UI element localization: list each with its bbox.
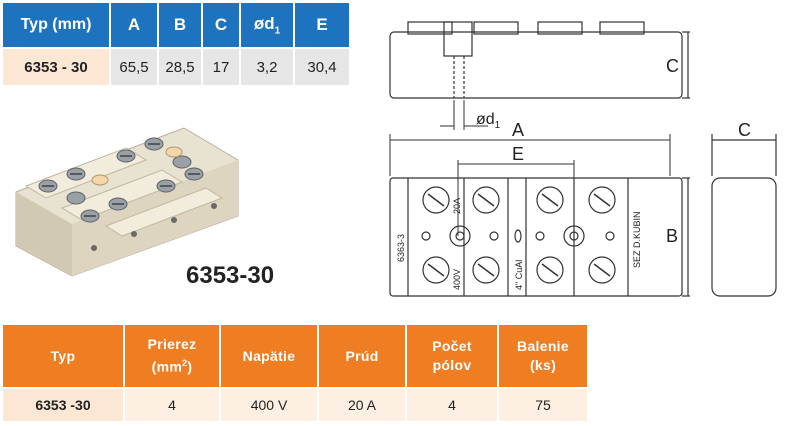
spec-cell-prud: 20 A <box>319 389 405 421</box>
label-maker: SEZ D.KUBIN <box>632 211 642 268</box>
spec-header-prud: Prúd <box>319 325 405 387</box>
label-d1-sub: 1 <box>495 120 501 131</box>
label-d1-drawing: ød1 <box>476 111 501 131</box>
spec-cell-balenie: 75 <box>499 389 587 421</box>
front-elevation-view <box>389 21 690 99</box>
label-c-top: C <box>666 56 679 76</box>
header-d1: ød1 <box>241 3 293 47</box>
spec-cell-typ: 6353 -30 <box>3 389 123 421</box>
label-a: A <box>512 120 524 140</box>
label-c-side: C <box>738 120 751 140</box>
spec-cell-napatie: 400 V <box>221 389 317 421</box>
spec-header-prierez-prefix: (mm <box>151 358 183 375</box>
header-e: E <box>295 3 349 47</box>
spec-header-prierez-sup: 2 <box>182 358 188 369</box>
spec-header-pocet-line1: Počet <box>432 338 472 354</box>
product-label: 6353-30 <box>186 262 275 289</box>
spec-header-napatie: Napätie <box>221 325 317 387</box>
cell-a: 65,5 <box>111 49 157 85</box>
label-model: 6363-3 <box>396 234 406 262</box>
spec-header-pocet-line2: pólov <box>432 357 472 373</box>
dimensions-table: Typ (mm) A B C ød1 E 6353 - 30 65,5 28,5… <box>1 1 351 87</box>
spec-header-pocet: Počet pólov <box>407 325 497 387</box>
label-voltage: 400V <box>452 269 462 290</box>
spec-data-row: 6353 -30 4 400 V 20 A 4 75 <box>3 389 587 421</box>
spec-header-prierez: Prierez (mm2) <box>125 325 219 387</box>
header-d1-prefix: ød <box>253 13 275 33</box>
label-current: 20A <box>452 198 462 214</box>
spec-header-prierez-line1: Prierez <box>147 336 197 353</box>
header-d1-sub: 1 <box>274 25 281 37</box>
plan-view <box>389 177 690 297</box>
terminal-block-photo <box>15 127 239 277</box>
header-b: B <box>159 3 201 47</box>
spec-header-prierez-suffix: ) <box>187 358 193 375</box>
spec-header-balenie-line1: Balenie <box>517 338 569 354</box>
dimensions-header-row: Typ (mm) A B C ød1 E <box>3 3 349 47</box>
dimensions-data-row: 6353 - 30 65,5 28,5 17 3,2 30,4 <box>3 49 349 85</box>
spec-cell-prierez: 4 <box>125 389 219 421</box>
spec-header-typ: Typ <box>3 325 123 387</box>
cell-e: 30,4 <box>295 49 349 85</box>
label-wire: 4" CuAl <box>514 260 524 290</box>
spec-table: Typ Prierez (mm2) Napätie Prúd Počet pól… <box>1 323 589 423</box>
side-view <box>711 134 777 297</box>
cell-d1: 3,2 <box>241 49 293 85</box>
header-c: C <box>203 3 239 47</box>
cell-c: 17 <box>203 49 239 85</box>
spec-header-balenie-line2: (ks) <box>529 357 557 373</box>
spec-header-balenie: Balenie (ks) <box>499 325 587 387</box>
label-d1-prefix: ød <box>476 111 495 128</box>
header-a: A <box>111 3 157 47</box>
header-typ-mm: Typ (mm) <box>3 3 109 47</box>
label-e: E <box>512 144 524 164</box>
spec-header-row: Typ Prierez (mm2) Napätie Prúd Počet pól… <box>3 325 587 387</box>
label-b: B <box>666 226 678 246</box>
technical-drawing: C ød1 A E 6363-3 20A <box>389 21 777 297</box>
cell-typ: 6353 - 30 <box>3 49 109 85</box>
spec-cell-pocet: 4 <box>407 389 497 421</box>
cell-b: 28,5 <box>159 49 201 85</box>
